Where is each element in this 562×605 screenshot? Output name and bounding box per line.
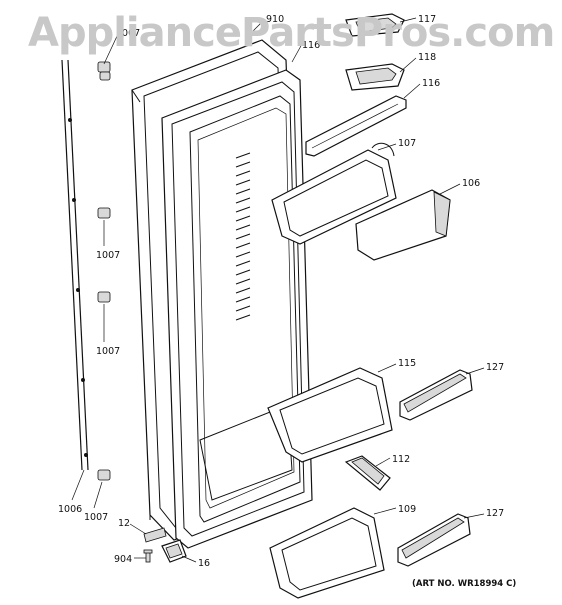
bin-cap-117 [345,13,405,37]
callout-115: 115 [398,358,416,369]
callout-116: 116 [302,40,320,51]
callout-1007: 1007 [116,28,140,39]
callout-910: 910 [266,14,284,25]
bin-109 [269,507,385,599]
callout-109: 109 [398,504,416,515]
leader-lines [71,17,485,563]
callout-112: 112 [392,454,410,465]
hinge-bracket-12 [143,527,167,543]
callout-107: 107 [398,138,416,149]
bin-107 [271,142,397,245]
callout-1006: 1006 [58,504,82,515]
callout-16: 16 [198,558,210,569]
hinge-cover-16 [161,539,187,563]
door-cam-1007-a [97,61,111,81]
callout-1007: 1007 [96,250,120,261]
callout-127: 127 [486,362,504,373]
door-cam-1007-b [97,207,111,219]
callout-1007: 1007 [84,512,108,523]
bin-front-127-lower [397,513,471,567]
callout-118: 118 [418,52,436,63]
screw-904 [143,549,153,563]
callout-904: 904 [114,554,132,565]
callout-116: 116 [422,78,440,89]
callout-106: 106 [462,178,480,189]
art-number: (ART NO. WR18994 C) [412,579,516,589]
liner-ribs [235,152,251,321]
callout-117: 117 [418,14,436,25]
bin-118 [345,63,405,91]
bin-106 [355,189,451,261]
callout-1007: 1007 [96,346,120,357]
rail-116 [305,95,407,157]
callout-12: 12 [118,518,130,529]
door-liner-gasket [161,69,313,549]
bin-115 [267,367,393,463]
hinge-rod-1006 [61,59,89,471]
callout-127: 127 [486,508,504,519]
callout-labels: 910 1007 116 117 118 116 107 106 1007 10… [58,14,516,589]
bin-front-127-upper [399,369,473,421]
bracket-112 [344,455,391,491]
door-cam-1007-d [97,469,111,481]
door-cam-1007-c [97,291,111,303]
